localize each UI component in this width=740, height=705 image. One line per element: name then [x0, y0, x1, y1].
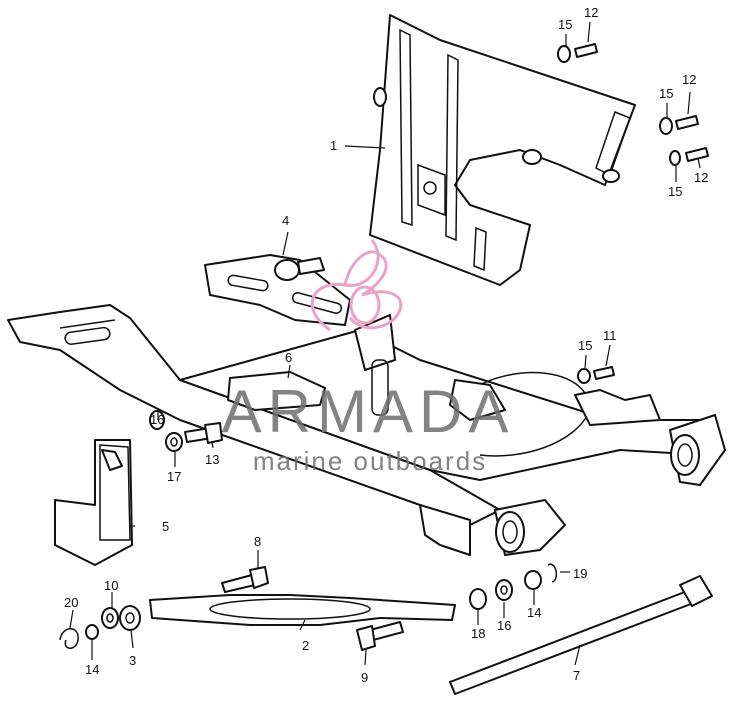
callout-13: 13 [205, 452, 219, 467]
watermark-subtitle: marine outboards [253, 446, 487, 476]
bolt-9 [356, 621, 404, 651]
callout-15d: 15 [578, 338, 592, 353]
callout-6: 6 [285, 350, 292, 365]
bushing-sleeves [494, 414, 726, 556]
part-5-clip-bracket [54, 439, 133, 566]
callout-15c: 15 [668, 184, 682, 199]
part-1-bracket-plate [369, 14, 636, 286]
callout-15b: 15 [659, 86, 673, 101]
part-6-guide-plate [227, 371, 506, 421]
callout-10: 10 [104, 578, 118, 593]
part-2-tilt-arm [149, 594, 456, 626]
callout-14b: 14 [527, 605, 541, 620]
bolt-8 [221, 566, 269, 593]
callout-15a: 15 [558, 17, 572, 32]
part-4-swivel-bracket [204, 254, 351, 326]
callout-12a: 12 [584, 5, 598, 20]
watermark-title: ARMADA [222, 378, 515, 445]
callouts: 1 4 6 5 2 8 9 7 13 10 3 20 14 16 17 18 1… [64, 5, 708, 685]
callout-5: 5 [162, 519, 169, 534]
callout-16a: 16 [150, 412, 164, 427]
hardware [59, 43, 709, 649]
callout-7: 7 [573, 668, 580, 683]
callout-16b: 16 [497, 618, 511, 633]
callout-19: 19 [573, 566, 587, 581]
callout-14a: 14 [85, 662, 99, 677]
callout-11: 11 [603, 328, 617, 343]
callout-8: 8 [254, 534, 261, 549]
callout-9: 9 [361, 670, 368, 685]
callout-4: 4 [282, 213, 289, 228]
leader-lines [69, 21, 701, 666]
callout-2: 2 [302, 638, 309, 653]
armada-logo [310, 239, 403, 332]
callout-12c: 12 [694, 170, 708, 185]
callout-1: 1 [330, 138, 337, 153]
main-frame [7, 304, 706, 556]
callout-3: 3 [129, 653, 136, 668]
callout-18: 18 [471, 626, 485, 641]
part-7-long-bolt [449, 575, 713, 695]
callout-20: 20 [64, 595, 78, 610]
callout-12b: 12 [682, 72, 696, 87]
bolt-13 [184, 422, 223, 444]
watermark: ARMADA marine outboards [222, 239, 515, 476]
callout-17: 17 [167, 469, 181, 484]
